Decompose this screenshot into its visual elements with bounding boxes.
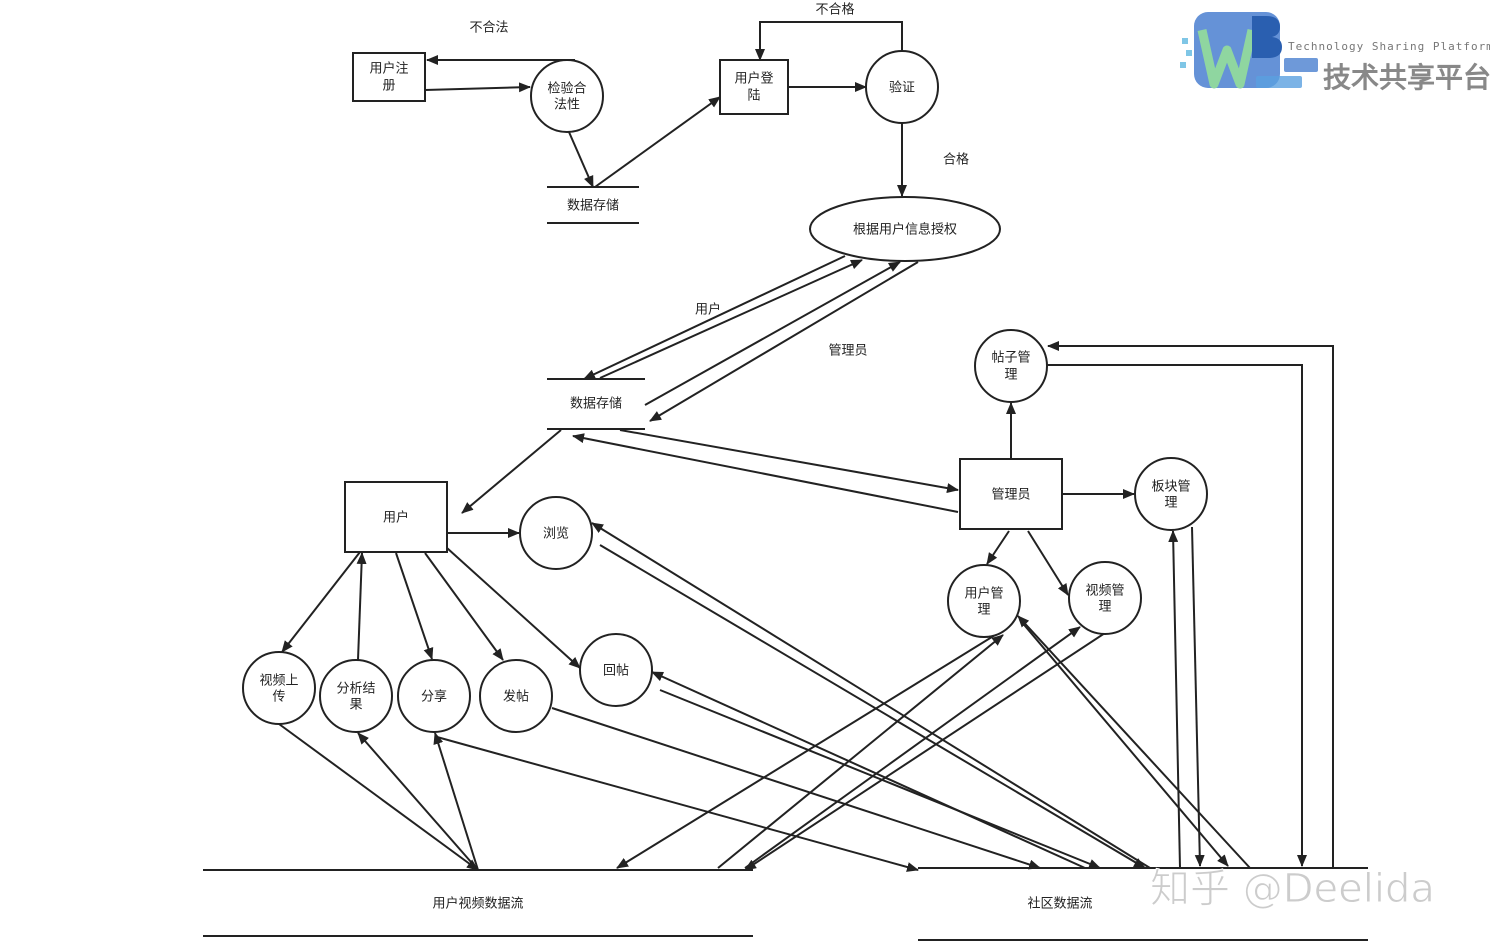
svg-text:用户注: 用户注 [369, 61, 408, 77]
node-authorize: 根据用户信息授权 [809, 196, 1001, 262]
node-video-upload: 视频上 传 [242, 651, 316, 725]
svg-text:浏览: 浏览 [543, 526, 569, 542]
svg-text:分享: 分享 [421, 689, 447, 705]
node-post: 发帖 [479, 659, 553, 733]
svg-text:管理员: 管理员 [991, 488, 1030, 503]
node-user: 用户 [344, 481, 448, 553]
node-verify: 验证 [865, 50, 939, 124]
svg-text:验证: 验证 [889, 80, 915, 96]
node-video-management: 视频管 理 [1068, 561, 1142, 635]
svg-text:理: 理 [977, 603, 990, 618]
node-register: 用户注 册 [352, 52, 426, 102]
svg-text:检验合: 检验合 [547, 81, 586, 97]
label-admin: 管理员 [828, 344, 867, 359]
node-community-flow: 社区数据流 [918, 867, 1368, 941]
svg-text:理: 理 [1164, 496, 1177, 511]
label-failed: 不合格 [815, 2, 854, 18]
svg-text:用户管: 用户管 [964, 586, 1003, 602]
label-illegal: 不合法 [469, 21, 508, 36]
svg-text:数据存储: 数据存储 [570, 397, 622, 412]
node-login: 用户登 陆 [719, 59, 789, 115]
svg-text:帖子管: 帖子管 [991, 351, 1030, 366]
label-passed: 合格 [943, 152, 969, 168]
svg-text:用户视频数据流: 用户视频数据流 [432, 896, 523, 912]
node-board-management: 板块管 理 [1134, 457, 1208, 531]
svg-text:传: 传 [272, 690, 285, 705]
node-data-store-2: 数据存储 [547, 378, 645, 430]
svg-text:根据用户信息授权: 根据用户信息授权 [853, 222, 957, 238]
svg-text:发帖: 发帖 [503, 689, 529, 705]
svg-text:用户登: 用户登 [734, 71, 773, 87]
bugwrite-logo: Technology Sharing Platform 技术共享平台 [1180, 12, 1490, 94]
svg-text:视频管: 视频管 [1085, 584, 1124, 599]
svg-text:法性: 法性 [554, 98, 580, 113]
zhihu-watermark: 知乎 @Deelida [1150, 866, 1435, 912]
node-browse: 浏览 [519, 496, 593, 570]
svg-text:Technology Sharing Platform: Technology Sharing Platform [1288, 40, 1490, 53]
node-user-management: 用户管 理 [947, 564, 1021, 638]
node-check-legality: 检验合 法性 [530, 59, 604, 133]
svg-text:视频上: 视频上 [259, 674, 298, 689]
svg-text:回帖: 回帖 [603, 664, 629, 679]
svg-text:技术共享平台: 技术共享平台 [1323, 61, 1490, 94]
svg-text:果: 果 [349, 698, 362, 713]
label-user: 用户 [695, 302, 721, 318]
svg-text:理: 理 [1004, 368, 1017, 383]
svg-text:板块管: 板块管 [1151, 480, 1190, 495]
node-admin: 管理员 [959, 458, 1063, 530]
svg-text:分析结: 分析结 [336, 682, 375, 697]
svg-text:社区数据流: 社区数据流 [1027, 896, 1092, 912]
svg-text:理: 理 [1098, 600, 1111, 615]
svg-text:册: 册 [382, 79, 395, 94]
connectors [278, 21, 1334, 872]
node-share: 分享 [397, 659, 471, 733]
node-reply: 回帖 [579, 633, 653, 707]
svg-text:陆: 陆 [747, 88, 760, 104]
node-post-management: 帖子管 理 [974, 329, 1048, 403]
node-analysis-result: 分析结 果 [319, 659, 393, 733]
svg-text:用户: 用户 [383, 510, 409, 526]
node-data-store-1: 数据存储 [547, 186, 639, 224]
node-user-video-flow: 用户视频数据流 [203, 869, 753, 937]
svg-text:数据存储: 数据存储 [567, 199, 619, 214]
